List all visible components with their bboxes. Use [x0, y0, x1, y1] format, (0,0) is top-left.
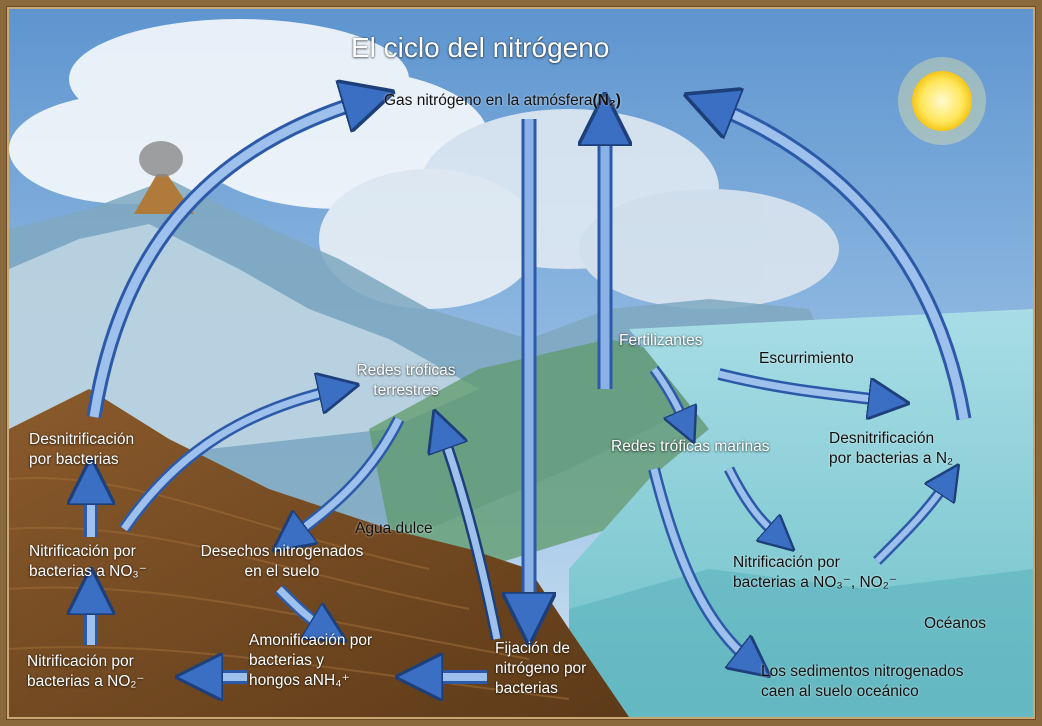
atmosphere-label: Gas nitrógeno en la atmósfera(N₂) — [384, 91, 621, 111]
fixation-line-1: Fijación de — [495, 640, 570, 657]
sediments-line-1: Los sedimentos nitrogenados — [761, 663, 964, 680]
oceans-label: Océanos — [924, 615, 987, 632]
freshwater-label: Agua dulce — [355, 520, 433, 537]
soil-waste-line-2: en el suelo — [244, 563, 320, 580]
nitrification-no3-line-2: bacterias a NO₃⁻ — [29, 563, 147, 580]
sediments-label: Los sedimentos nitrogenados caen al suel… — [761, 662, 964, 702]
runoff-label: Escurrimiento — [759, 350, 854, 367]
nitrification-no3-label: Nitrificación por bacterias a NO₃⁻ — [29, 542, 147, 582]
diagram-scene: El ciclo del nitrógeno Gas nitrógeno en … — [9, 9, 1033, 717]
fixation-line-2: nitrógeno por — [495, 660, 587, 677]
terrestrial-food-web-line-2: terrestres — [373, 382, 439, 399]
ammonification-line-1: Amonificación por — [249, 632, 373, 649]
sun — [898, 57, 986, 145]
ammonification-line-2: bacterias y — [249, 652, 324, 669]
nitrification-ocean-line-2: bacterias a NO₃⁻, NO₂⁻ — [733, 574, 897, 591]
diagram-title: El ciclo del nitrógeno — [351, 32, 610, 63]
marine-food-web-label: Redes tróficas marinas — [611, 438, 770, 455]
background-illustration — [9, 9, 1033, 717]
denitrification-land-line-2: por bacterias — [29, 451, 119, 468]
fixation-line-3: bacterias — [495, 680, 558, 697]
ammonification-line-3: hongos aNH₄⁺ — [249, 672, 350, 689]
denitrification-ocean-line-1: Desnitrificación — [829, 430, 935, 447]
denitrification-ocean-label: Desnitrificación por bacterias a N₂ — [829, 429, 953, 469]
nitrification-no2-label: Nitrificación por bacterias a NO₂⁻ — [27, 652, 145, 692]
denitrification-land-line-1: Desnitrificación — [29, 431, 135, 448]
terrestrial-food-web-line-1: Redes tróficas — [356, 362, 456, 379]
sediments-line-2: caen al suelo oceánico — [761, 683, 919, 700]
clouds — [9, 19, 839, 309]
nitrification-ocean-label: Nitrificación por bacterias a NO₃⁻, NO₂⁻ — [733, 553, 897, 593]
nitrification-no3-line-1: Nitrificación por — [29, 543, 136, 560]
atmosphere-text: Gas nitrógeno en la atmósfera — [384, 92, 593, 109]
ammonification-label: Amonificación por bacterias y hongos aNH… — [249, 631, 372, 691]
nitrification-ocean-line-1: Nitrificación por — [733, 554, 840, 571]
fertilizers-label: Fertilizantes — [619, 332, 703, 349]
cycle-arrows — [91, 99, 972, 677]
fixation-label: Fijación de nitrógeno por bacterias — [495, 639, 586, 699]
soil-waste-label: Desechos nitrogenados en el suelo — [177, 542, 387, 582]
soil-waste-line-1: Desechos nitrogenados — [200, 543, 364, 560]
terrestrial-food-web-label: Redes tróficas terrestres — [341, 361, 471, 401]
nitrification-no2-line-2: bacterias a NO₂⁻ — [27, 673, 145, 690]
denitrification-ocean-line-2: por bacterias a N₂ — [829, 450, 954, 467]
atmosphere-formula: (N₂) — [592, 92, 621, 109]
soil — [9, 389, 629, 717]
denitrification-land-label: Desnitrificación por bacterias — [29, 430, 134, 470]
nitrification-no2-line-1: Nitrificación por — [27, 653, 134, 670]
